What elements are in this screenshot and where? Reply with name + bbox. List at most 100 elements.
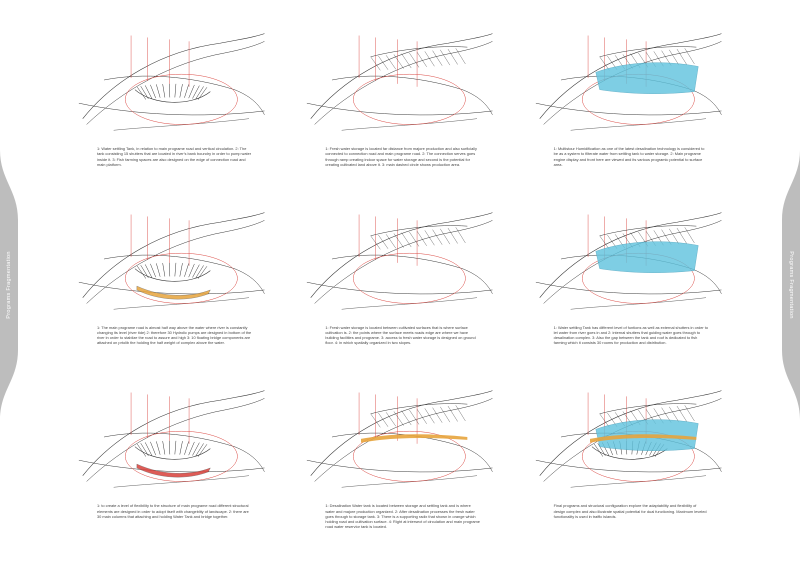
tank-shutter — [175, 441, 176, 455]
production-area-ellipse — [354, 253, 466, 303]
panel-3: 1: Multistour Humidification as one of t… — [532, 20, 725, 193]
roof-mesh-line — [669, 407, 679, 422]
roof-mesh-line — [669, 50, 679, 65]
production-area-ellipse — [354, 74, 466, 124]
road-outline-upper — [83, 212, 265, 297]
tank-shutter — [145, 443, 152, 456]
left-side-label: Programs Fragmentation — [6, 251, 12, 318]
panel-9-caption: Final programs and structural configurat… — [554, 503, 709, 519]
water-tank-surface — [595, 241, 697, 272]
roof-mesh-line — [433, 229, 443, 244]
tank-shutter — [163, 263, 165, 276]
roof-mesh-line — [677, 49, 687, 64]
roof-mesh-line — [394, 54, 404, 68]
panel-4-caption: 1: The main programe road is almost half… — [97, 325, 252, 346]
roof-mesh-line — [379, 413, 389, 427]
bridge-components — [137, 286, 210, 299]
tank-shutter — [180, 84, 183, 98]
tank-shutter — [156, 84, 160, 97]
panel-3-caption: 1: Multistour Humidification as one of t… — [554, 146, 709, 167]
tank-shutter — [180, 263, 183, 277]
right-side-tab: Programs Fragmentation — [782, 150, 800, 420]
platform-outline — [104, 255, 264, 294]
roof-mesh-line — [410, 53, 420, 67]
tank-shutter — [137, 444, 146, 456]
road-outline-upper — [311, 34, 493, 119]
roof-mesh-line — [433, 408, 443, 423]
road-outline-upper — [311, 391, 493, 476]
roof-mesh-line — [669, 228, 679, 243]
platform-outline — [104, 433, 264, 472]
road-outline-lower — [79, 461, 265, 473]
roof-mesh-line — [410, 410, 420, 424]
panel-1-caption: 1: Water settling Tank, in relation to m… — [97, 146, 252, 167]
panel-1: 1: Water settling Tank, in relation to m… — [75, 20, 268, 193]
tank-shutter — [163, 441, 165, 454]
tank-shutter — [169, 263, 170, 277]
panel-5: 1: Fresh water storage is located betwee… — [303, 199, 496, 372]
tank-arc — [135, 90, 210, 103]
platform-outline — [332, 255, 492, 294]
road-outline-upper — [311, 212, 493, 297]
tank-shutter — [141, 86, 149, 99]
roof-mesh-line — [677, 406, 687, 421]
road-outline-lower — [307, 103, 493, 115]
panel-6: 1: Water settling Tank has different lev… — [532, 199, 725, 372]
panel-2-drawing — [303, 20, 496, 140]
tank-shutter — [184, 84, 188, 97]
tank-shutter — [163, 84, 165, 97]
right-side-label: Programs Fragmentation — [788, 251, 794, 318]
panel-5-caption: 1: Fresh water storage is located betwee… — [325, 325, 480, 346]
panel-8-drawing — [303, 377, 496, 497]
platform-outline — [332, 76, 492, 115]
roof-mesh-line — [441, 228, 451, 243]
tank-shutter — [175, 84, 176, 98]
roof-mesh-line — [379, 235, 389, 249]
panel-8: 1: Desalination Water tank is located be… — [303, 377, 496, 550]
road-outline-lower — [536, 461, 722, 473]
tank-shutter — [184, 442, 188, 455]
tank-shutter — [169, 84, 170, 98]
panel-1-drawing — [75, 20, 268, 140]
panel-7: 1: to create a level of flexibility to t… — [75, 377, 268, 550]
production-area-ellipse — [125, 74, 237, 124]
platform-outline — [332, 433, 492, 472]
bridge-components — [137, 464, 210, 477]
roof-mesh-line — [441, 50, 451, 65]
roof-mesh-line — [677, 228, 687, 243]
tank-shutter — [180, 441, 183, 455]
panel-7-drawing — [75, 377, 268, 497]
roof-mesh-line — [394, 412, 404, 426]
road-outline-lower — [536, 282, 722, 294]
diagram-grid: 1: Water settling Tank, in relation to m… — [75, 20, 725, 550]
tank-shutter — [156, 442, 160, 455]
panel-8-caption: 1: Desalination Water tank is located be… — [325, 503, 480, 529]
panel-2-caption: 1: Fresh water storage is located far di… — [325, 146, 480, 167]
tank-shutter — [150, 85, 155, 98]
tank-shutter — [175, 263, 176, 277]
tank-shutter — [150, 263, 155, 276]
roof-mesh-line — [379, 56, 389, 70]
tank-shutter — [145, 85, 152, 98]
roof-mesh-line — [448, 406, 458, 421]
road-outline-upper — [83, 391, 265, 476]
tank-shutter — [141, 265, 149, 278]
tank-arc — [135, 268, 210, 281]
tank-arc — [135, 447, 210, 460]
tank-shutter — [169, 441, 170, 455]
panel-4: 1: The main programe road is almost half… — [75, 199, 268, 372]
road-outline-lower — [79, 282, 265, 294]
tank-shutter — [137, 266, 146, 278]
panel-3-drawing — [532, 20, 725, 140]
road-outline-lower — [307, 282, 493, 294]
roof-mesh-line — [448, 49, 458, 64]
roof-mesh-line — [425, 230, 435, 245]
tank-shutter — [156, 263, 160, 276]
platform-outline — [104, 76, 264, 115]
tank-shutter — [150, 442, 155, 455]
roof-mesh-line — [441, 407, 451, 422]
water-tank-surface — [595, 63, 697, 94]
panel-2: 1: Fresh water storage is located far di… — [303, 20, 496, 193]
roof-mesh-line — [410, 232, 420, 246]
road-outline-lower — [79, 103, 265, 115]
